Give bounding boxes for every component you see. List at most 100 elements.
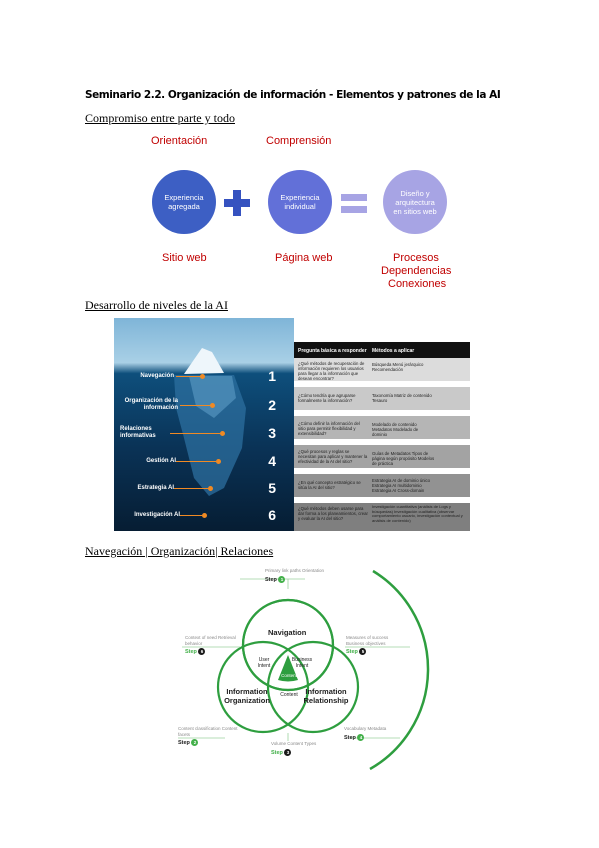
level-label: Gestión AI xyxy=(146,458,176,464)
level-number: 6 xyxy=(268,507,276,523)
venn-intersection-user-intent: User Intent xyxy=(257,657,271,669)
iceberg-image: Navegación 1 Organización de la informac… xyxy=(114,318,294,531)
level-label: Estrategia AI xyxy=(137,485,174,491)
section-heading-navegacion: Navegación | Organización| Relaciones xyxy=(85,544,274,558)
circle-text: Experiencia agregada xyxy=(164,193,204,211)
table-row: ¿Qué procesos y reglas se necesitan para… xyxy=(294,445,470,469)
annotation-text: Measures of success Business objectives xyxy=(346,635,389,646)
step-label: Step xyxy=(346,649,358,655)
venn-label-organization: Information Organization xyxy=(224,687,270,705)
label-dependencias: Dependencias xyxy=(381,265,452,277)
equals-icon xyxy=(341,194,367,213)
venn-label-navigation: Navigation xyxy=(268,628,307,637)
table-cell-question: ¿Cómo tendría que agruparse formalmente … xyxy=(298,393,356,403)
step-badge: Step 4 xyxy=(344,733,394,742)
annotation-text: Volume Content Types xyxy=(271,741,317,746)
step-number: 4 xyxy=(357,733,365,741)
plus-icon xyxy=(224,190,250,216)
iceberg-level-2: Organización de la información 2 xyxy=(114,394,294,418)
section-heading-compromiso: Compromiso entre parte y todo xyxy=(85,111,235,125)
iceberg-level-5: Estrategia AI 5 xyxy=(114,477,294,501)
table-cell-question: ¿Qué métodos de recuperación de informac… xyxy=(298,361,365,381)
iceberg-level-4: Gestión AI 4 xyxy=(114,450,294,474)
circle-relationship xyxy=(266,640,360,734)
level-number: 2 xyxy=(268,397,276,413)
step-badge: Step 2 xyxy=(178,739,238,747)
step-number: 6 xyxy=(198,648,206,655)
annotation-step-5: Measures of success Business objectives … xyxy=(346,635,406,656)
level-label: Organización de la información xyxy=(124,398,178,411)
annotation-step-6: Context of need Retrieval behavior Step … xyxy=(185,635,245,656)
table-row: ¿Cómo tendría que agruparse formalmente … xyxy=(294,387,470,411)
table-row: ¿Qué métodos deben usarse para dar forma… xyxy=(294,503,470,532)
label-sitio-web: Sitio web xyxy=(162,252,207,264)
table-header-methods: Métodos a aplicar xyxy=(372,348,415,354)
step-number: 3 xyxy=(284,748,292,756)
circle-text: Diseño y arquitectura en sitios web xyxy=(393,188,437,216)
venn-diagram xyxy=(178,569,430,771)
table-cell-question: ¿Qué procesos y reglas se necesitan para… xyxy=(298,449,368,464)
level-label: Navegación xyxy=(140,373,174,379)
table-cell-question: ¿En qué concepto estratégico se sitúa la… xyxy=(298,480,361,490)
step-badge: Step 5 xyxy=(346,648,406,656)
iceberg-level-3: Relaciones informativas 3 xyxy=(114,422,294,446)
circle-experiencia-agregada: Experiencia agregada xyxy=(152,170,216,234)
step-number: 1 xyxy=(278,575,286,583)
level-number: 5 xyxy=(268,480,276,496)
venn-label-relationship: Information Relationship xyxy=(303,687,349,705)
table-cell-methods: Investigación cuantitativa (análisis de … xyxy=(372,504,463,523)
level-number: 3 xyxy=(268,425,276,441)
annotation-text: Vocabulary Metadata xyxy=(344,726,387,731)
level-label: Relaciones informativas xyxy=(120,426,156,439)
level-number: 4 xyxy=(268,453,276,469)
venn-intersection-business-intent: Business Intent xyxy=(291,657,313,669)
table-cell-methods: Taxonomía Matriz de contenido Tesauro xyxy=(372,393,432,403)
annotation-step-4: Vocabulary Metadata Step 4 xyxy=(344,726,394,741)
table-cell-question: ¿Cómo definir la información del sitio p… xyxy=(298,421,360,436)
table-header-question: Pregunta básica a responder xyxy=(298,348,367,354)
table-cell-methods: Modelado de contenido Metadatos Modelado… xyxy=(372,422,419,437)
table-header: Pregunta básica a responder Métodos a ap… xyxy=(294,342,470,358)
venn-intersection-content: Content xyxy=(280,692,298,698)
step-label: Step xyxy=(344,734,356,741)
step-badge: Step 1 xyxy=(265,575,325,584)
document-title: Seminario 2.2. Organización de informaci… xyxy=(85,89,501,101)
step-label: Step xyxy=(178,740,190,746)
level-number: 1 xyxy=(268,368,276,384)
table-cell-methods: Búsqueda Menú jerárquico Recomendación xyxy=(372,362,424,372)
table-row: ¿Cómo definir la información del sitio p… xyxy=(294,416,470,440)
annotation-text: Content classification Content facets xyxy=(178,726,238,737)
circle-diseno-arquitectura: Diseño y arquitectura en sitios web xyxy=(383,170,447,234)
content-center xyxy=(278,655,298,682)
section-heading-desarrollo: Desarrollo de niveles de la AI xyxy=(85,298,228,312)
step-number: 5 xyxy=(359,648,367,655)
iceberg-level-1: Navegación 1 xyxy=(114,365,294,389)
table-cell-question: ¿Qué métodos deben usarse para dar forma… xyxy=(298,506,368,521)
iceberg-level-6: Investigación AI 6 xyxy=(114,504,294,528)
step-label: Step xyxy=(265,576,277,583)
label-pagina-web: Página web xyxy=(275,252,333,264)
circle-text: Experiencia individual xyxy=(280,193,320,211)
level-label: Investigación AI xyxy=(134,512,180,518)
label-conexiones: Conexiones xyxy=(388,278,447,290)
step-badge: Step 6 xyxy=(185,648,245,656)
annotation-text: Context of need Retrieval behavior xyxy=(185,635,236,646)
outer-arc xyxy=(369,569,430,771)
label-comprension: Comprensión xyxy=(266,135,332,147)
step-label: Step xyxy=(271,749,283,756)
circle-experiencia-individual: Experiencia individual xyxy=(268,170,332,234)
table-cell-methods: Estrategia AI de dominio único Estrategi… xyxy=(372,478,431,493)
label-orientacion: Orientación xyxy=(151,135,208,147)
table-row: ¿Qué métodos de recuperación de informac… xyxy=(294,358,470,382)
table-cell-methods: Guías de Metadatos Tipos de página según… xyxy=(372,451,435,466)
step-label: Step xyxy=(185,649,197,655)
step-number: 2 xyxy=(191,739,199,746)
annotation-step-1: Primary link paths Orientation Step 1 xyxy=(265,568,325,583)
annotation-step-3: Volume Content Types Step 3 xyxy=(271,741,321,756)
label-procesos: Procesos xyxy=(393,252,439,264)
table-row: ¿En qué concepto estratégico se sitúa la… xyxy=(294,474,470,498)
step-badge: Step 3 xyxy=(271,748,321,757)
annotation-step-2: Content classification Content facets St… xyxy=(178,726,238,747)
venn-center-content: Content xyxy=(281,673,297,678)
circle-organization xyxy=(216,640,310,734)
